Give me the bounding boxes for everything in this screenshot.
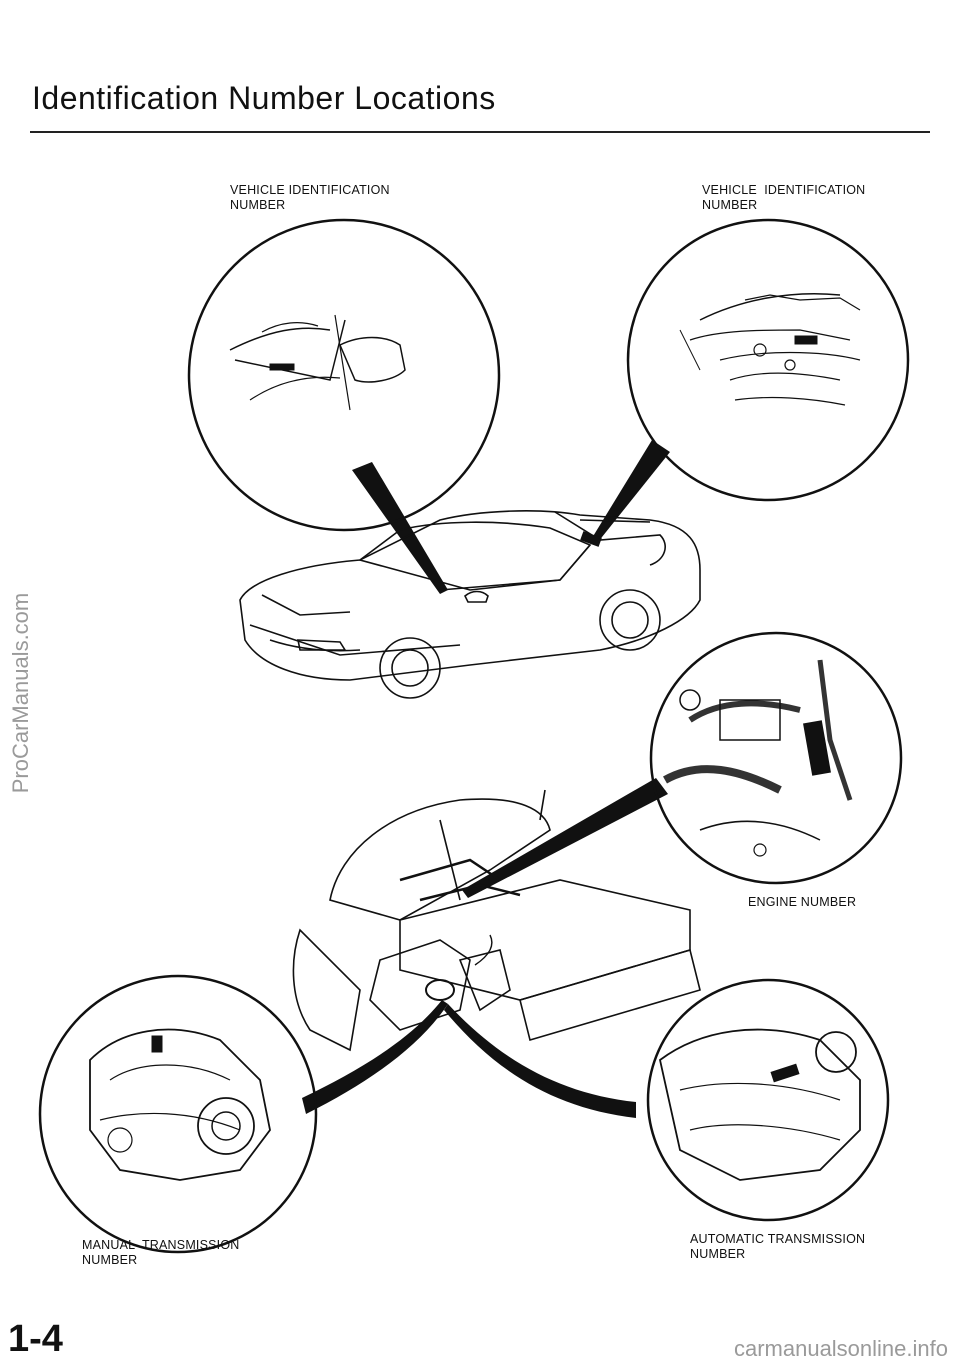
car-illustration	[239, 510, 701, 699]
page-title: Identification Number Locations	[32, 80, 496, 116]
automatic-transmission-detail	[646, 978, 890, 1222]
label-manual-transmission-line2: NUMBER	[82, 1253, 138, 1267]
pointer-vin-left	[352, 462, 448, 594]
engine-detail	[649, 631, 903, 885]
pointer-vin-right	[592, 440, 670, 542]
manual-transmission-detail	[38, 974, 318, 1254]
engine-bay-illustration	[292, 789, 701, 1052]
label-vin-dash-line2: NUMBER	[230, 198, 286, 212]
label-vin-frame-line2: NUMBER	[702, 198, 758, 212]
title-rule	[30, 131, 930, 133]
vin-frame-detail	[626, 218, 910, 502]
label-engine-number: ENGINE NUMBER	[748, 895, 857, 909]
side-watermark: ProCarManuals.com	[8, 592, 33, 794]
page-number: 1-4	[8, 1318, 63, 1360]
pointer-manual	[302, 1000, 448, 1114]
label-manual-transmission-line1: MANUAL TRANSMISSION	[82, 1238, 240, 1252]
label-vin-dash-line1: VEHICLE IDENTIFICATION	[230, 183, 390, 197]
label-automatic-transmission-line1: AUTOMATIC TRANSMISSION	[690, 1232, 866, 1246]
label-automatic-transmission-line2: NUMBER	[690, 1247, 746, 1261]
label-vin-frame-line1: VEHICLE IDENTIFICATION	[702, 183, 866, 197]
pointer-engine	[462, 778, 668, 898]
vin-dash-detail	[187, 218, 501, 532]
pointer-auto	[444, 1004, 636, 1118]
footer-watermark: carmanualsonline.info	[733, 1336, 948, 1361]
